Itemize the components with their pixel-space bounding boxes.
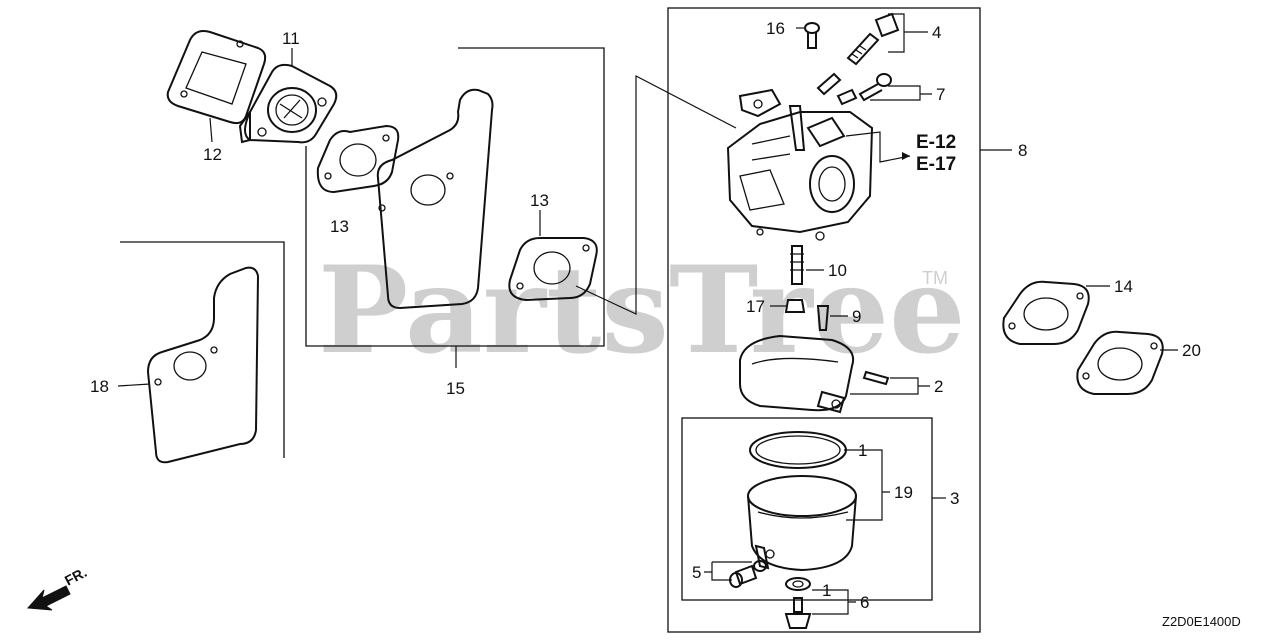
callout-12: 12 [203, 145, 222, 164]
callout-13-right: 13 [530, 191, 549, 210]
group-line-18 [120, 241, 285, 458]
callout-15: 15 [446, 379, 465, 398]
group-box-15 [305, 47, 605, 347]
callout-18: 18 [90, 377, 109, 396]
callout-20: 20 [1182, 341, 1201, 360]
callout-6: 6 [860, 593, 869, 612]
part-7-screw[interactable] [836, 73, 892, 106]
callout-5: 5 [692, 563, 701, 582]
part-13-gasket-left[interactable] [316, 124, 400, 194]
part-1-washer[interactable] [785, 577, 811, 591]
group-box-3 [681, 417, 933, 601]
part-6-bolt[interactable] [784, 597, 812, 629]
callout-19: 19 [894, 483, 913, 502]
reference-e12: E-12 [916, 132, 956, 153]
part-13-gasket-right[interactable] [508, 237, 598, 302]
callout-9: 9 [852, 307, 861, 326]
watermark: PartsTree [318, 240, 965, 381]
part-20-gasket[interactable] [1076, 330, 1164, 395]
heat-shield-plate[interactable] [376, 88, 494, 310]
carburetor-float[interactable] [739, 334, 854, 414]
callout-8: 8 [1018, 141, 1027, 160]
front-direction-arrow: FR. [26, 564, 89, 611]
callout-2: 2 [934, 377, 943, 396]
callout-7: 7 [936, 85, 945, 104]
diagram-code: Z2D0E1400D [1162, 614, 1241, 629]
part-11-insulator[interactable] [238, 63, 338, 144]
callout-11: 11 [282, 29, 300, 48]
part-16-screw[interactable] [804, 22, 820, 49]
part-2-float-pin[interactable] [862, 370, 890, 386]
callout-4: 4 [932, 23, 941, 42]
callout-13-left: 13 [330, 217, 349, 236]
front-direction-label: FR. [62, 564, 89, 589]
float-chamber-bowl[interactable] [747, 475, 857, 572]
part-1-o-ring[interactable] [749, 431, 847, 469]
part-10-main-nozzle[interactable] [790, 245, 804, 285]
callout-1-lower: 1 [822, 581, 831, 600]
callout-17: 17 [746, 297, 765, 316]
part-14-gasket[interactable] [1002, 280, 1090, 345]
callout-3: 3 [950, 489, 959, 508]
part-18-plate[interactable] [146, 266, 260, 464]
part-9-float-valve[interactable] [816, 305, 830, 331]
watermark-trademark: TM [922, 268, 948, 288]
carburetor-body[interactable] [726, 88, 874, 241]
callout-14: 14 [1114, 277, 1133, 296]
callout-1-upper: 1 [858, 441, 867, 460]
reference-e17: E-17 [916, 154, 956, 175]
group-box-8 [667, 7, 981, 633]
part-17-main-jet[interactable] [784, 299, 806, 313]
part-4-pilot-screw[interactable] [816, 12, 900, 96]
part-12-gasket[interactable] [166, 30, 267, 125]
callout-16: 16 [766, 19, 785, 38]
callout-10: 10 [828, 261, 847, 280]
